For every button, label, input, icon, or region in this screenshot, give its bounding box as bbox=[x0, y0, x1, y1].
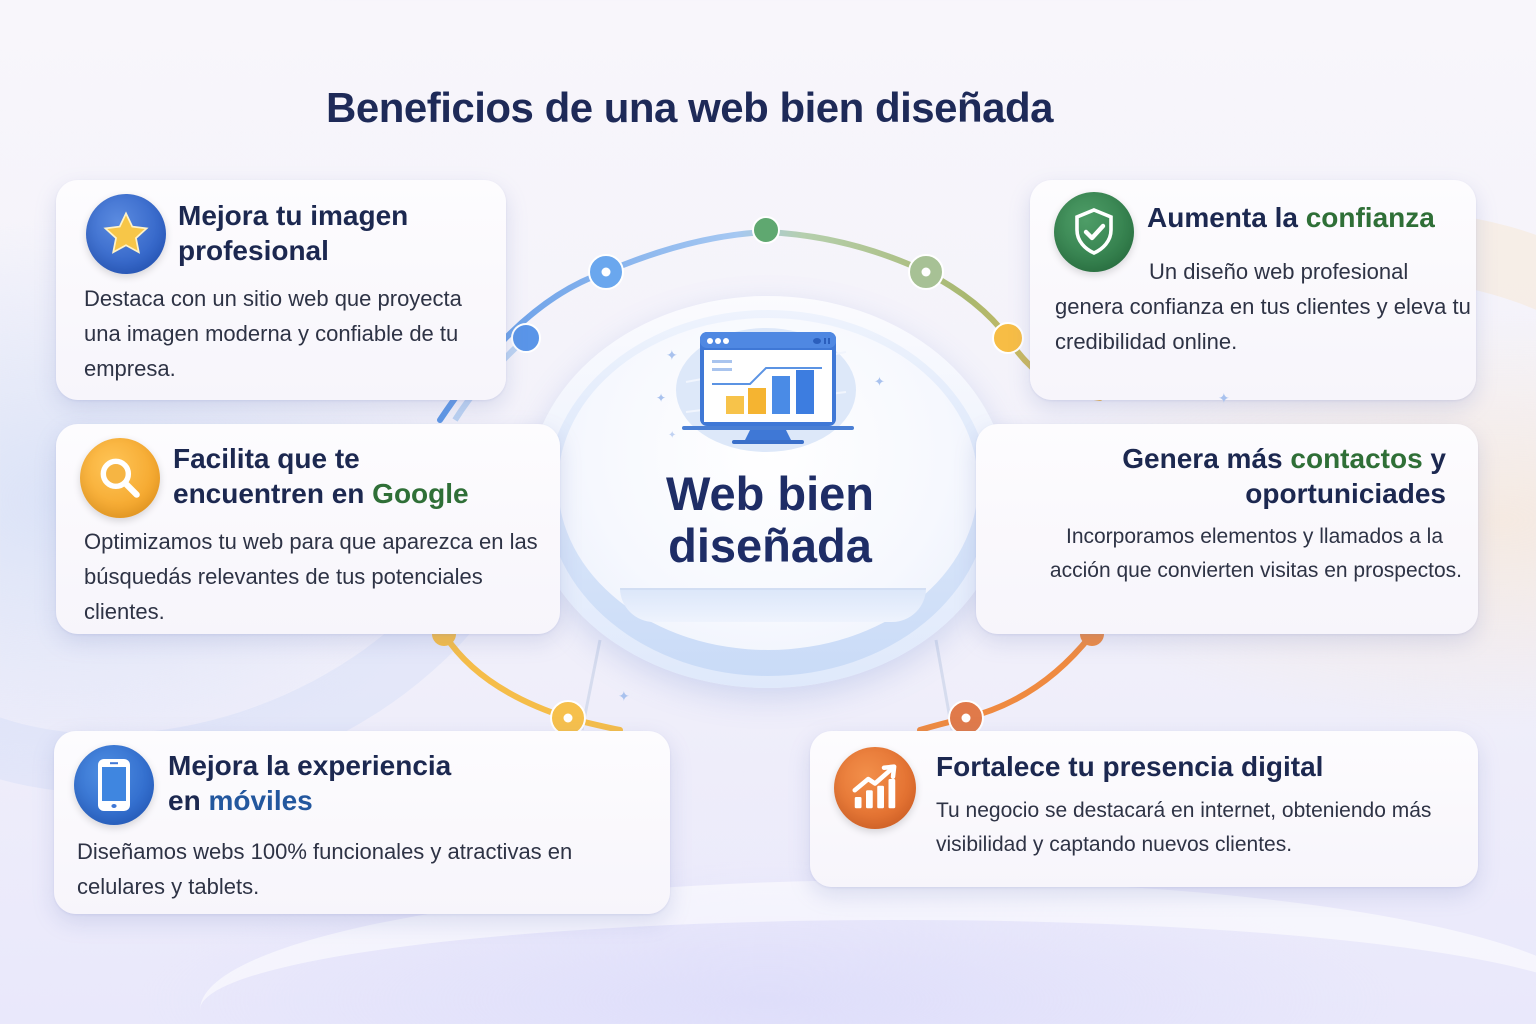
benefit-card-google: Facilita que te encuentren en Google Opt… bbox=[56, 424, 560, 634]
hub-title-line2: diseñada bbox=[668, 519, 872, 572]
node-blue-upper bbox=[588, 254, 624, 290]
benefit-card-confianza: Aumenta la confianza Un diseño web profe… bbox=[1030, 180, 1476, 400]
card-heading: Mejora la experiencia en móviles bbox=[168, 750, 452, 816]
svg-text:✦: ✦ bbox=[666, 347, 678, 363]
sparkle-icon: ✦ bbox=[1218, 390, 1230, 406]
card-heading: Genera más contactos y oportuniciades bbox=[1122, 443, 1446, 509]
card-description: Diseñamos webs 100% funcionales y atract… bbox=[77, 839, 573, 899]
hub-title-line1: Web bien bbox=[665, 467, 875, 520]
sparkle-icon: ✦ bbox=[618, 688, 630, 704]
card-heading: Aumenta la confianza bbox=[1147, 202, 1435, 233]
card-description: Un diseño web profesional genera confian… bbox=[1055, 259, 1471, 354]
benefit-card-moviles: Mejora la experiencia en móviles Diseñam… bbox=[54, 731, 670, 914]
card-description: Optimizamos tu web para que aparezca en … bbox=[84, 529, 538, 624]
monitor-chart-icon: ✦ ✦ ✦ ✦ bbox=[646, 322, 886, 462]
star-icon bbox=[86, 194, 166, 274]
node-green-right bbox=[908, 254, 944, 290]
card-description: Incorporamos elementos y llamados a la a… bbox=[1049, 525, 1462, 582]
shield-check-icon bbox=[1054, 192, 1134, 272]
benefit-card-contactos: Genera más contactos y oportuniciades In… bbox=[976, 424, 1478, 634]
benefit-card-presencia-digital: Fortalece tu presencia digital Tu negoci… bbox=[810, 731, 1478, 887]
smartphone-icon bbox=[74, 745, 154, 825]
node-orange-bottom bbox=[948, 700, 984, 736]
benefit-card-imagen-profesional: Mejora tu imagen profesional Destaca con… bbox=[56, 180, 506, 400]
hub-shelf bbox=[620, 588, 926, 622]
card-heading: Fortalece tu presencia digital bbox=[936, 751, 1324, 782]
card-heading: Mejora tu imagen profesional bbox=[178, 200, 409, 266]
node-yellow-right bbox=[992, 322, 1024, 354]
growth-chart-icon bbox=[834, 747, 916, 829]
card-heading: Facilita que te encuentren en Google bbox=[173, 443, 469, 509]
magnifier-icon bbox=[80, 438, 160, 518]
node-blue-lower bbox=[511, 323, 541, 353]
svg-text:✦: ✦ bbox=[656, 391, 666, 405]
svg-text:✦: ✦ bbox=[874, 374, 885, 389]
node-green-top bbox=[752, 216, 780, 244]
card-description: Tu negocio se destacará en internet, obt… bbox=[936, 799, 1432, 856]
svg-text:✦: ✦ bbox=[668, 430, 676, 441]
card-description: Destaca con un sitio web que proyecta un… bbox=[84, 286, 462, 381]
page-title: Beneficios de una web bien diseñada bbox=[326, 84, 1054, 131]
node-yellow-bottom bbox=[550, 700, 586, 736]
hub-title: Web bien diseñada bbox=[560, 468, 980, 572]
